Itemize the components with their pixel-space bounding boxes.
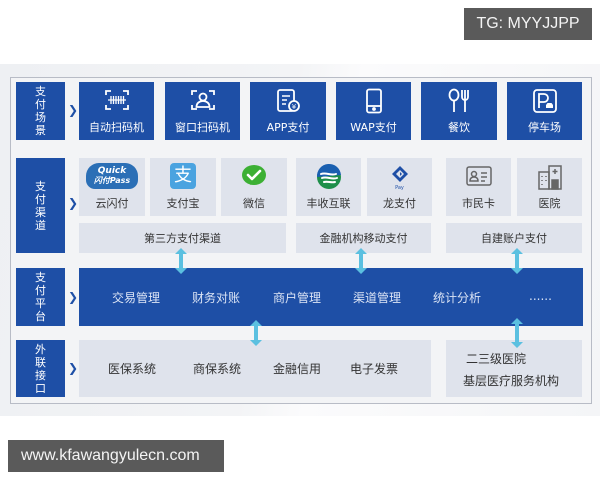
platform-item-statistical-analysis: 统计分析: [433, 291, 482, 305]
channel-tile-alipay: 支 支付宝: [150, 158, 216, 216]
hospital-systems-box: 二三级医院 基层医疗服务机构: [446, 340, 582, 397]
external-item-medical-insurance: 医保系统: [108, 362, 157, 376]
label-char: 支: [35, 85, 46, 98]
label-char: 口: [35, 381, 46, 395]
double-arrow-icon: [175, 248, 187, 274]
row-label-external-interface: 外 联 接 口: [16, 340, 65, 397]
scene-tile-label: APP支付: [266, 121, 310, 134]
scene-tile-wap-payment: WAP支付: [336, 82, 411, 140]
scene-tile-parking: 停车场: [507, 82, 582, 140]
label-char: 付: [35, 98, 46, 111]
hospital-icon: [537, 165, 562, 190]
scene-tile-label: 餐饮: [448, 121, 470, 134]
alipay-icon: 支: [170, 163, 196, 189]
label-char: 景: [35, 124, 46, 137]
row-label-payment-scene: 支 付 场 景: [16, 82, 65, 140]
external-item-financial-credit: 金融信用: [273, 362, 322, 376]
platform-item-channel-management: 渠道管理: [353, 291, 402, 305]
scene-tile-label: 停车场: [528, 121, 561, 134]
scene-tile-label: WAP支付: [350, 121, 397, 134]
label-char: 支: [35, 179, 46, 193]
channel-group-financial-institution: 金融机构移动支付: [296, 223, 431, 253]
label-char: 台: [35, 310, 46, 323]
label-char: 平: [35, 297, 46, 310]
quickpass-logo-text: 闪付Pass: [93, 176, 131, 185]
channel-tile-quickpass: Quick 闪付Pass 云闪付: [79, 158, 145, 216]
label-char: 付: [35, 284, 46, 297]
platform-item-financial-reconciliation: 财务对账: [192, 291, 241, 305]
channel-tile-label: 微信: [243, 197, 265, 210]
channel-tile-citizen-card: 市民卡: [446, 158, 511, 216]
long-pay-icon: Pay: [387, 165, 413, 191]
double-arrow-icon: [250, 320, 262, 346]
watermark-top: TG: MYYJJPP: [464, 8, 592, 40]
chevron-right-icon: ❯: [68, 103, 79, 117]
channel-tile-label: 医院: [538, 197, 561, 210]
platform-item-more: ......: [529, 289, 552, 303]
double-arrow-icon: [355, 248, 367, 274]
quickpass-logo-text: Quick: [97, 166, 127, 176]
label-char: 付: [35, 192, 46, 206]
scene-tile-catering: 餐饮: [421, 82, 497, 140]
label-char: 场: [35, 111, 46, 124]
parking-icon: [532, 89, 557, 113]
channel-tile-label: 云闪付: [95, 197, 129, 210]
scene-tile-auto-scanner: 自动扫码机: [79, 82, 154, 140]
hospital-item-primary-care: 基层医疗服务机构: [463, 374, 560, 388]
channel-tile-label: 市民卡: [462, 197, 495, 210]
scene-tile-window-scanner: 窗口扫码机: [165, 82, 240, 140]
label-char: 接: [35, 368, 46, 382]
label-char: 渠: [35, 205, 46, 219]
row-label-payment-channel: 支 付 渠 道: [16, 158, 65, 253]
channel-tile-long-pay: Pay 龙支付: [367, 158, 432, 216]
label-char: 联: [35, 355, 46, 369]
watermark-bottom: www.kfawangyulecn.com: [8, 440, 224, 472]
barcode-scanner-icon: [104, 90, 129, 110]
hospital-item-secondary-tertiary: 二三级医院: [466, 352, 527, 366]
channel-tile-fengshou: 丰收互联: [296, 158, 361, 216]
scene-tile-label: 自动扫码机: [89, 121, 144, 134]
app-payment-icon: ¥: [277, 89, 300, 112]
row-label-payment-platform: 支 付 平 台: [16, 268, 65, 326]
face-scan-icon: [190, 90, 215, 110]
spoon-fork-icon: [448, 88, 469, 112]
long-pay-logo-text: Pay: [395, 185, 404, 191]
chevron-right-icon: ❯: [68, 196, 79, 210]
wechat-pay-icon: [242, 165, 266, 185]
label-char: 道: [35, 218, 46, 232]
external-item-commercial-insurance: 商保系统: [193, 362, 242, 376]
id-card-icon: [465, 166, 492, 186]
svg-text:¥: ¥: [292, 103, 297, 111]
platform-item-merchant-management: 商户管理: [273, 291, 322, 305]
channel-tile-label: 丰收互联: [306, 197, 351, 210]
external-systems-box: 医保系统 商保系统 金融信用 电子发票: [79, 340, 431, 397]
fengshou-icon: [316, 163, 341, 189]
channel-group-third-party: 第三方支付渠道: [79, 223, 286, 253]
payment-platform-bar: 交易管理 财务对账 商户管理 渠道管理 统计分析 ......: [79, 268, 583, 326]
label-char: 支: [35, 271, 46, 284]
channel-tile-label: 支付宝: [166, 197, 200, 210]
double-arrow-icon: [511, 318, 523, 348]
chevron-right-icon: ❯: [68, 361, 79, 375]
double-arrow-icon: [511, 248, 523, 274]
mobile-phone-icon: [365, 88, 382, 114]
external-item-e-invoice: 电子发票: [350, 362, 399, 376]
channel-tile-hospital: 医院: [517, 158, 582, 216]
channel-group-self-built-account: 自建账户支付: [446, 223, 582, 253]
chevron-right-icon: ❯: [68, 290, 79, 304]
quickpass-icon: Quick 闪付Pass: [86, 163, 138, 189]
channel-tile-wechat: 微信: [221, 158, 287, 216]
platform-item-transaction-management: 交易管理: [112, 291, 161, 305]
scene-tile-app-payment: ¥ APP支付: [250, 82, 326, 140]
label-char: 外: [35, 342, 46, 356]
channel-tile-label: 龙支付: [383, 197, 416, 210]
scene-tile-label: 窗口扫码机: [175, 121, 230, 134]
